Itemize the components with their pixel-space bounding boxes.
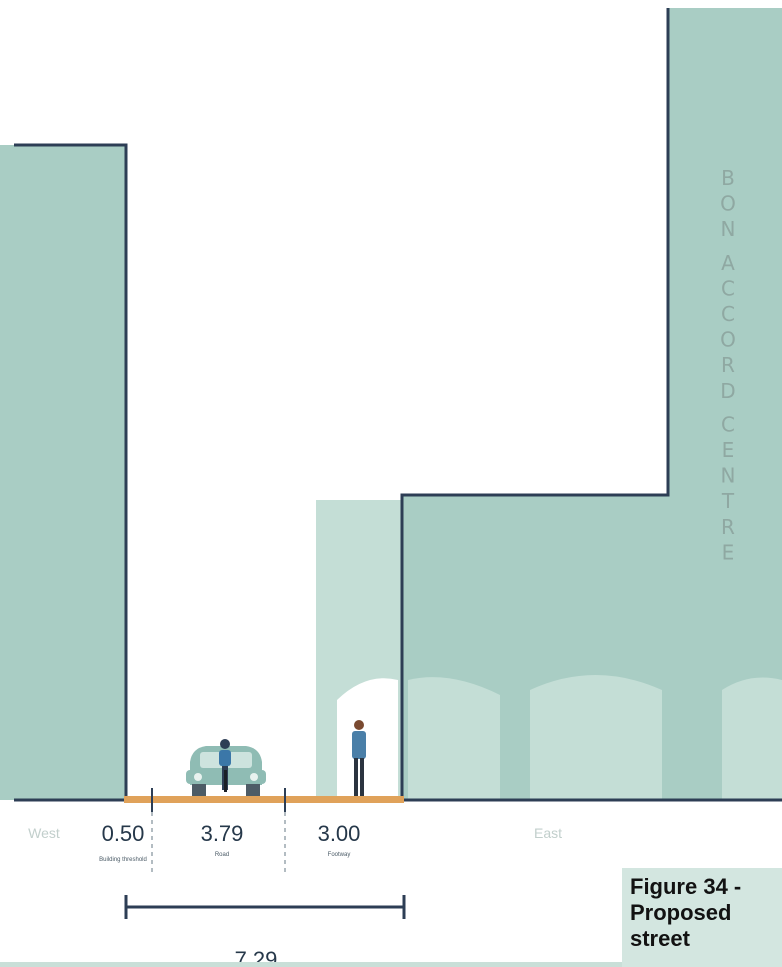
dimension-dashed-lines bbox=[151, 812, 286, 875]
segment-label-footway: Footway bbox=[328, 852, 351, 858]
arch-1 bbox=[337, 678, 398, 800]
pedestrian-icon bbox=[352, 720, 366, 796]
west-building-outline bbox=[14, 143, 128, 800]
building-name-letter: C bbox=[721, 412, 735, 436]
building-name-letter: C bbox=[721, 302, 735, 326]
total-dimension-bar bbox=[124, 895, 406, 919]
building-name-letter: C bbox=[721, 276, 735, 300]
west-building bbox=[0, 145, 126, 800]
building-name-letter: O bbox=[720, 192, 736, 216]
east-label: East bbox=[534, 825, 562, 841]
bottom-rule bbox=[0, 962, 622, 967]
building-name-letter: R bbox=[721, 515, 735, 539]
arch-4 bbox=[722, 677, 782, 800]
segment-width-road: 3.79 bbox=[201, 821, 244, 846]
building-name-letter: O bbox=[720, 328, 736, 352]
segment-width-footway: 3.00 bbox=[318, 821, 361, 846]
building-name-letter: R bbox=[721, 353, 735, 377]
west-label: West bbox=[28, 825, 60, 841]
east-building-outline bbox=[400, 8, 670, 800]
street-surface bbox=[124, 796, 404, 803]
arch-2 bbox=[408, 677, 500, 800]
building-name-letter: D bbox=[720, 379, 735, 403]
bon-accord-tower bbox=[668, 8, 782, 498]
segment-width-threshold: 0.50 bbox=[102, 821, 145, 846]
dimension-ticks bbox=[151, 788, 286, 812]
building-name-letter: E bbox=[722, 540, 735, 564]
building-name-letter: B bbox=[721, 166, 735, 190]
building-name-letter: T bbox=[721, 489, 735, 513]
figure-caption: Figure 34 - Proposed street bbox=[622, 868, 782, 967]
cyclist-icon bbox=[219, 739, 231, 792]
building-name-letter: E bbox=[722, 438, 735, 462]
segment-label-road: Road bbox=[215, 852, 229, 858]
building-name-letter: N bbox=[721, 217, 736, 241]
segment-label-threshold: Building threshold bbox=[99, 857, 147, 863]
building-name-letter: N bbox=[721, 464, 736, 488]
building-name-letter: A bbox=[721, 251, 735, 275]
arch-3 bbox=[530, 675, 662, 800]
